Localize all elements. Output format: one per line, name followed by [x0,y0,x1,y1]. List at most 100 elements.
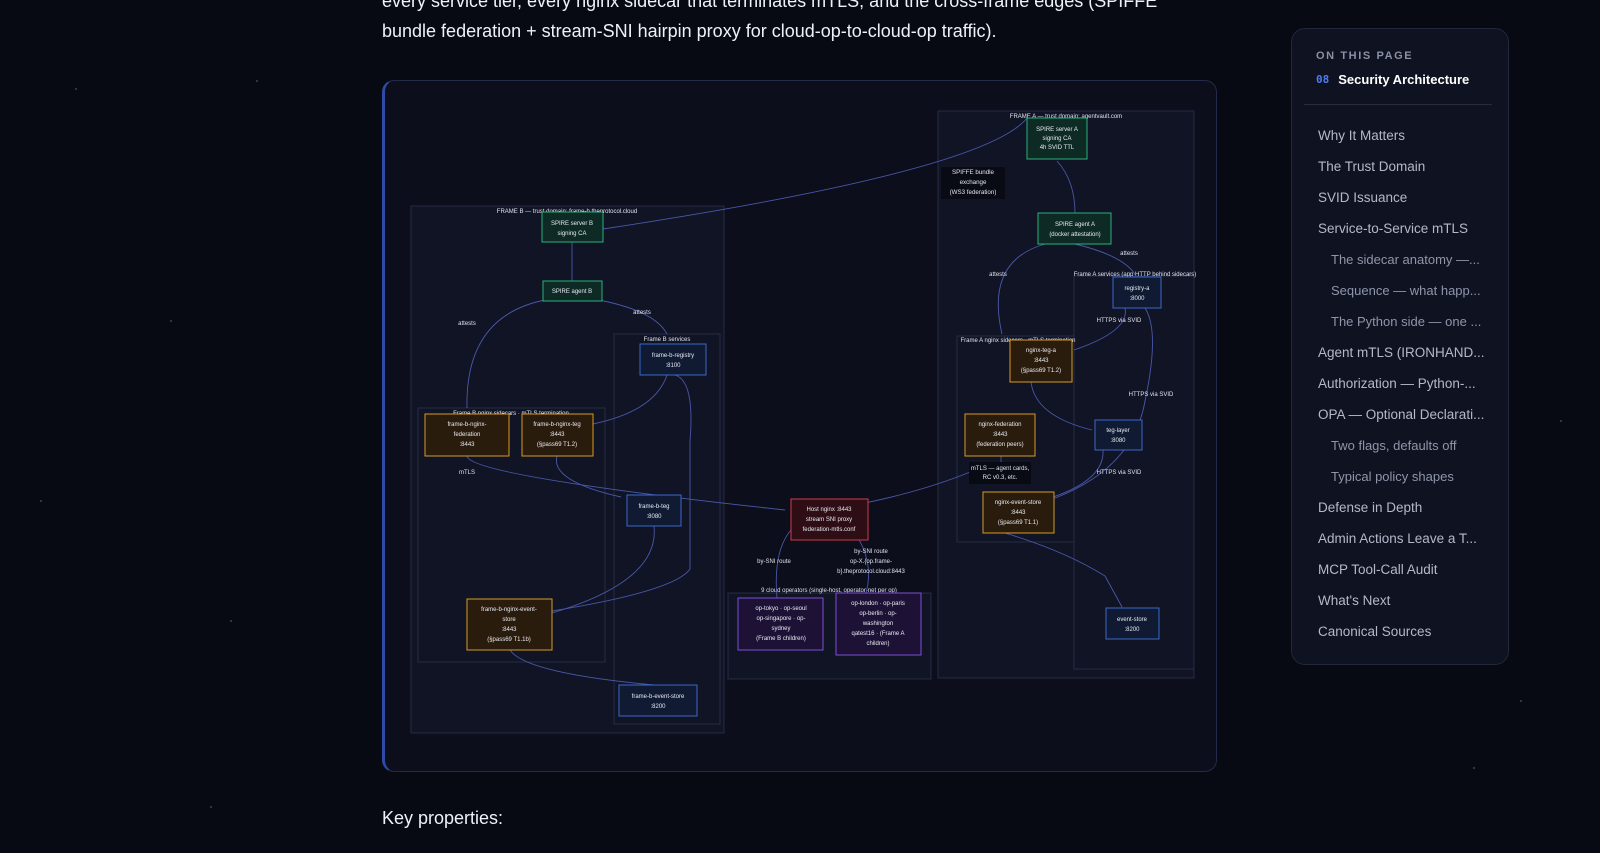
node-text: op-berlin · op- [859,611,896,617]
group-label: 9 cloud operators (single-host, operator… [761,588,897,594]
toc-divider [1304,104,1492,105]
frame-b-nginx-event-store-node: frame-b-nginx-event- store :8443 (§pass6… [466,598,553,651]
edge-label: by-SNI route [757,559,791,565]
toc-current-label: Security Architecture [1338,72,1470,87]
toc-subitem[interactable]: The sidecar anatomy —... [1331,252,1480,267]
group-label: Frame B services [644,337,691,343]
edge [859,469,976,505]
edge-label: op-X.{op.frame- [850,559,892,565]
toc-item[interactable]: The Trust Domain [1318,159,1426,174]
edge [551,374,692,612]
node-text: :8080 [1110,438,1126,444]
node-text: 4h SVID TTL [1040,145,1075,151]
edge [1004,532,1123,608]
node-text: :8200 [1124,627,1140,633]
node-text: mTLS — agent cards, [971,466,1030,472]
node-text: nginx-federation [978,422,1021,428]
edge [509,649,655,686]
toc-subitem[interactable]: Typical policy shapes [1331,469,1454,484]
node-text: :8100 [665,363,681,369]
node-text: :8443 [992,432,1008,438]
toc-item[interactable]: Authorization — Python-... [1318,376,1476,391]
background-star [210,806,212,808]
edge-label: attests [989,272,1007,278]
node-text: RC v0.3, etc. [983,475,1018,481]
node-text: (§pass69 T1.2) [1021,368,1061,374]
edge [997,243,1046,335]
toc-item[interactable]: SVID Issuance [1318,190,1408,205]
toc-item[interactable]: Agent mTLS (IRONHAND... [1318,345,1485,360]
node-text: SPIFFE bundle [952,169,995,176]
toc-item[interactable]: MCP Tool-Call Audit [1318,562,1438,577]
mtls-agent-cards-label-bg [969,462,1031,484]
node-text: frame-b-nginx-event- [481,607,537,613]
edge-label: attests [1120,251,1138,257]
frame-b-event-store-node: frame-b-event-store :8200 [618,684,698,717]
edge [1046,307,1153,502]
node-text: SPIRE server A [1036,127,1078,133]
toc-item[interactable]: Admin Actions Leave a T... [1318,531,1477,546]
nginx-event-store-node: nginx-event-store :8443 (§pass69 T1.1) [982,491,1055,534]
toc-item[interactable]: Why It Matters [1318,128,1406,143]
node-text: stream SNI proxy [806,517,852,523]
edge [1030,381,1093,431]
table-of-contents: ON THIS PAGE 08 Security Architecture Wh… [1291,28,1509,665]
toc-subitem[interactable]: Two flags, defaults off [1331,438,1457,453]
ops-frame-b-node: op-tokyo · op-seoul op-singapore · op- s… [737,597,824,651]
edge-label: attests [633,310,651,316]
toc-subitem[interactable]: Sequence — what happ... [1331,283,1481,298]
group-label: Frame B nginx sidecars · mTLS terminatio… [453,411,569,417]
bundle-exchange-label-bg [941,167,1005,199]
toc-item[interactable]: Service-to-Service mTLS [1318,221,1469,236]
toc-item[interactable]: OPA — Optional Declarati... [1318,407,1485,422]
frame-a-services-panel [1073,275,1195,670]
node-text: (federation peers) [976,442,1023,448]
edge [1046,449,1104,500]
node-text: sydney [771,626,790,632]
node-text: Host nginx :8443 [806,507,852,513]
background-star [1520,700,1522,702]
edge-label: by-SNI route [854,549,888,555]
frame-b-registry-node: frame-b-registry :8100 [639,343,707,376]
node-text: frame-b-event-store [632,694,685,700]
toc-current-number: 08 [1316,73,1330,86]
node-text: :8443 [459,442,475,448]
node-text: (§pass69 T1.1b) [487,637,531,643]
toc-item[interactable]: What's Next [1318,593,1391,608]
toc-list: Why It Matters The Trust Domain SVID Iss… [1292,120,1508,647]
group-label: FRAME A — trust domain: agentvault.com [1010,114,1122,120]
spire-server-b-node: SPIRE server B signing CA [541,211,604,243]
edge [466,455,786,511]
registry-a-node: registry-a :8000 [1112,276,1162,309]
node-text: (docker attestation) [1049,232,1100,238]
nginx-federation-node: nginx-federation :8443 (federation peers… [964,413,1036,457]
spire-agent-a-node: SPIRE agent A (docker attestation) [1037,212,1112,245]
background-star [1560,420,1562,422]
bundle-federation-edge [602,117,1028,230]
edge-label: HTTPS via SVID [1097,318,1142,324]
spire-agent-b-node: SPIRE agent B [542,280,603,302]
edge-label: HTTPS via SVID [1129,392,1174,398]
node-text: signing CA [557,231,586,237]
node-text: signing CA [1042,136,1071,142]
event-store-node: event-store :8200 [1105,607,1160,640]
toc-item[interactable]: Canonical Sources [1318,624,1432,639]
node-text: federation-mtls.conf [803,527,856,533]
node-text: SPIRE server B [551,221,593,227]
edge-label: HTTPS via SVID [1097,470,1142,476]
toc-subitem[interactable]: The Python side — one ... [1331,314,1482,329]
architecture-diagram: FRAME A — trust domain: agentvault.com F… [382,80,1217,772]
edge-label: b}.theprotocol.cloud:8443 [837,569,905,575]
node-text: :8443 [1033,358,1049,364]
background-star [230,620,232,622]
background-star [170,320,172,322]
toc-current-section[interactable]: 08 Security Architecture [1316,72,1469,87]
toc-heading: ON THIS PAGE [1316,50,1414,62]
background-star [40,500,42,502]
edge [592,374,668,425]
edge [598,299,668,335]
toc-item[interactable]: Defense in Depth [1318,500,1423,515]
node-text: federation [454,432,481,438]
frame-b-nginx-teg-node: frame-b-nginx-teg :8443 (§pass69 T1.2) [521,413,594,457]
frame-b-nginx-federation-node: frame-b-nginx- federation :8443 [424,413,510,457]
